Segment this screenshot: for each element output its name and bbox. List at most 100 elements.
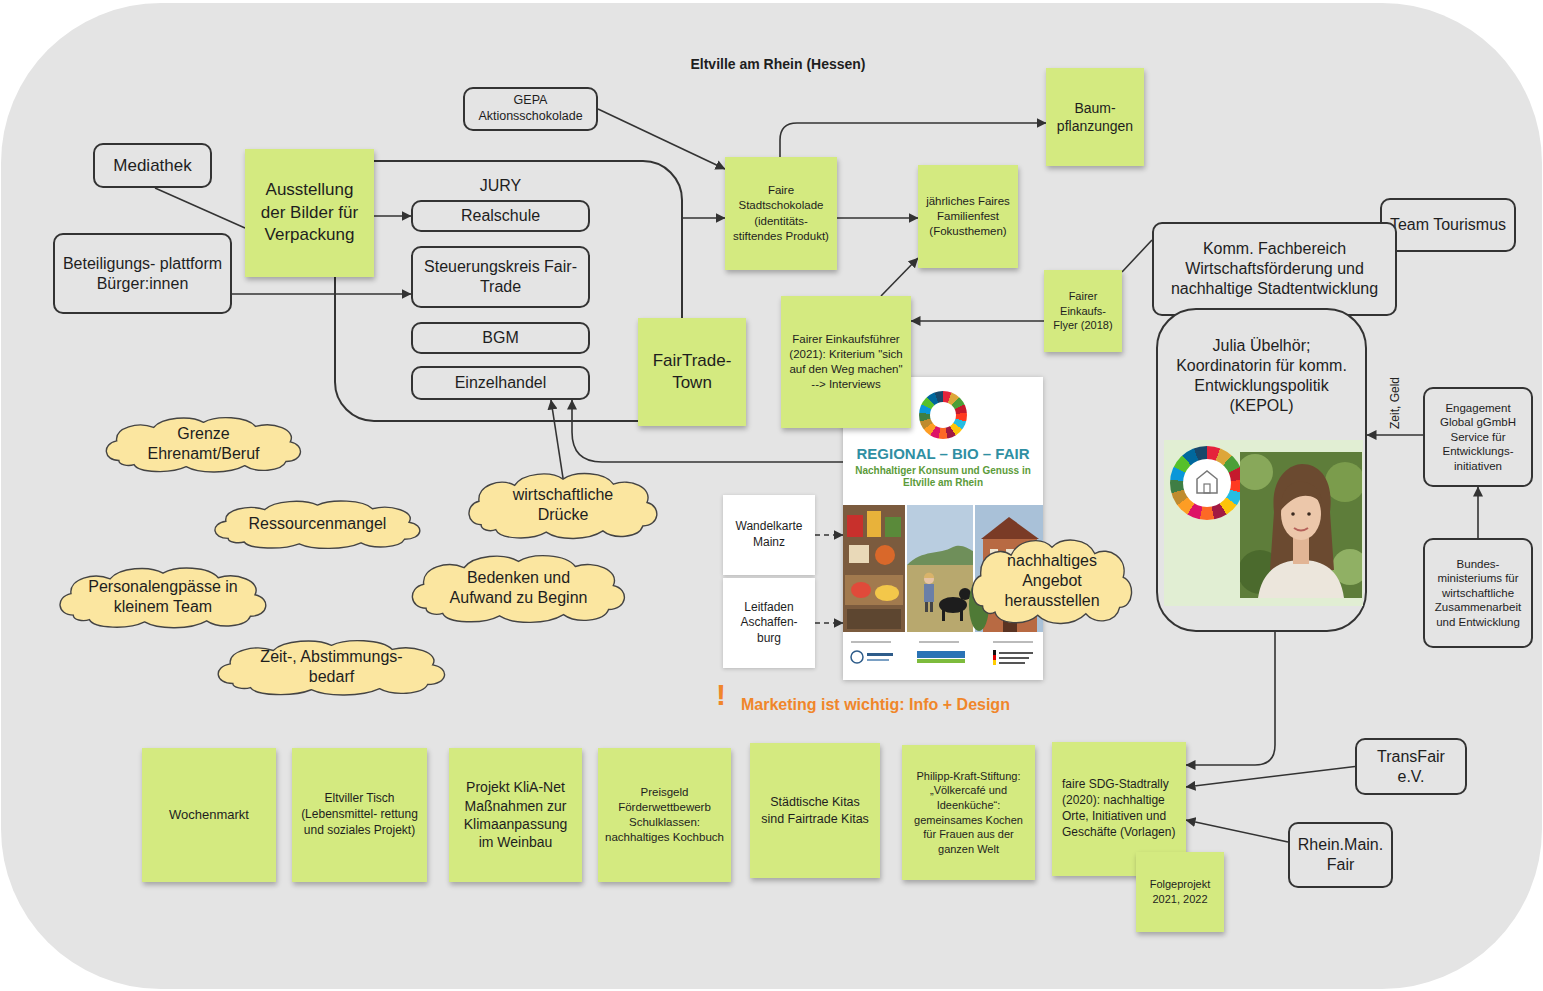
portrait-panel (1164, 440, 1363, 606)
node-label: Städtische Kitas sind Fairtrade Kitas (757, 794, 873, 827)
illustration-part (924, 573, 934, 578)
challenge-cloud: nachhaltiges Angebot herausstellen (963, 533, 1141, 628)
illustration-part (867, 653, 893, 656)
sdg-logo-ring (1170, 446, 1244, 520)
process-box: Realschule (411, 200, 590, 232)
node-label: Engagement Global gGmbH Service für Entw… (1431, 401, 1525, 473)
edge-label: Zeit, Geld (1388, 377, 1402, 429)
node-label: TransFair e.V. (1363, 747, 1459, 787)
connector-arrow (374, 215, 411, 217)
connector-arrow (815, 534, 843, 536)
node-label: GEPA Aktionsschokolade (471, 93, 590, 124)
illustration-part (849, 545, 869, 563)
illustration-part (993, 655, 996, 660)
illustration-part (875, 545, 895, 565)
process-box: Mediathek (93, 143, 212, 188)
town-icon (1183, 459, 1231, 507)
illustration-part (1258, 560, 1344, 598)
profile-card: Julia Übelhör; Koordinatorin für komm. E… (1156, 308, 1367, 632)
cloud-outline (48, 563, 278, 631)
illustration-part (925, 602, 928, 612)
sticky-note: Wochenmarkt (142, 748, 276, 882)
node-label: Eltviller Tisch (Lebensmittel- rettung u… (299, 791, 420, 838)
illustration-part (1291, 512, 1295, 516)
node-label: Fairer Einkaufsführer (2021): Kriterium … (788, 332, 904, 393)
sticky-note: FairTrade- Town (638, 318, 746, 426)
node-label: wirtschaftliche Drücke (494, 485, 632, 525)
connector-arrow (815, 622, 843, 624)
connector-arrow (155, 188, 245, 228)
node-label: Zeit-, Abstimmungs- bedarf (248, 647, 415, 687)
connector-arrow (1122, 240, 1152, 272)
illustration-part (999, 652, 1033, 654)
process-box: Komm. Fachbereich Wirtschaftsförderung u… (1152, 222, 1397, 316)
illustration-part (1294, 528, 1308, 531)
cloud-shape (972, 540, 1131, 623)
process-box: TransFair e.V. (1355, 738, 1467, 795)
illustration-part (960, 609, 963, 621)
node-label: BGM (419, 328, 582, 348)
illustration-part (917, 659, 965, 663)
wheel-hub (930, 402, 956, 428)
node-label: Faire Stadtschokolade (identitäts- stift… (732, 183, 830, 244)
sticky-note: Philipp-Kraft-Stiftung: „Völkercafé und … (902, 745, 1035, 880)
illustration-part (1293, 538, 1309, 564)
warning-mark: ! (716, 680, 726, 710)
sticky-note: Ausstellung der Bilder für Verpackung (245, 149, 374, 277)
cloud-outline (458, 468, 668, 542)
illustration-part (847, 609, 901, 629)
node-label: FairTrade- Town (645, 350, 739, 395)
portrait-photo (1240, 452, 1362, 598)
illustration-part (885, 517, 901, 537)
sticky-note: Eltviller Tisch (Lebensmittel- rettung u… (292, 748, 427, 882)
illustration-part (907, 546, 973, 567)
node-label: Beteiligungs- plattform Bürger:innen (61, 254, 224, 294)
connector-arrow (683, 217, 725, 219)
node-label: Wandelkarte Mainz (729, 519, 809, 550)
process-box: Beteiligungs- plattform Bürger:innen (53, 233, 232, 314)
node-label: Projekt KliA-Net Maßnahmen zur Klimaanpa… (456, 778, 575, 852)
cloud-outline (205, 636, 458, 698)
illustration-part (993, 660, 996, 665)
note-text: Marketing ist wichtig: Info + Design (741, 695, 1010, 714)
illustration-part (959, 588, 971, 600)
illustration-part (867, 659, 889, 661)
illustration-part (1270, 464, 1334, 570)
node-label: Grenze Ehrenamt/Beruf (132, 424, 275, 464)
cloud-shape (412, 556, 624, 623)
sticky-note: Fairer Einkaufsführer (2021): Kriterium … (781, 296, 911, 428)
sticky-note: Projekt KliA-Net Maßnahmen zur Klimaanpa… (449, 748, 582, 882)
node-label: Team Tourismus (1388, 215, 1508, 235)
source-card: Wandelkarte Mainz (723, 495, 815, 575)
sdg-wheel (919, 391, 967, 439)
process-box: Rhein.Main. Fair (1288, 822, 1393, 888)
node-label: Preisgeld Förderwettbewerb Schulklassen:… (605, 785, 724, 846)
illustration-part (919, 641, 959, 643)
node-label: Personalengpässe in kleinem Team (87, 577, 239, 617)
sticky-note: Faire Stadtschokolade (identitäts- stift… (725, 157, 837, 270)
sticky-note: Städtische Kitas sind Fairtrade Kitas (750, 743, 880, 878)
node-label: nachhaltiges Angebot herausstellen (993, 551, 1111, 611)
node-label: Bundes- ministeriums für wirtschaftliche… (1431, 557, 1525, 629)
challenge-cloud: Bedenken und Aufwand zu Beginn (400, 550, 637, 626)
sticky-note: Baum- pflanzungen (1046, 68, 1144, 166)
connector-arrow (1186, 820, 1288, 842)
illustration-part (981, 517, 1039, 539)
illustration-part (930, 602, 933, 612)
diagram-title: Eltville am Rhein (Hessen) (600, 56, 956, 72)
group-frame: JURYRealschuleSteuerungskreis Fair-Trade… (334, 160, 683, 422)
node-label: Mediathek (101, 155, 204, 176)
sponsor-logos (843, 635, 1043, 675)
process-box: Steuerungskreis Fair-Trade (411, 246, 590, 308)
node-label: Leitfaden Aschaffen- burg (729, 600, 809, 647)
sticky-note: Fairer Einkaufs- Flyer (2018) (1044, 270, 1122, 352)
cloud-shape (469, 474, 657, 539)
source-card: Leitfaden Aschaffen- burg (723, 578, 815, 668)
illustration-part (924, 584, 934, 602)
process-box: Bundes- ministeriums für wirtschaftliche… (1423, 538, 1533, 648)
cloud-shape (60, 568, 266, 628)
illustration-part (993, 650, 996, 655)
node-label: jährliches Faires Familienfest (Fokusthe… (925, 194, 1011, 240)
